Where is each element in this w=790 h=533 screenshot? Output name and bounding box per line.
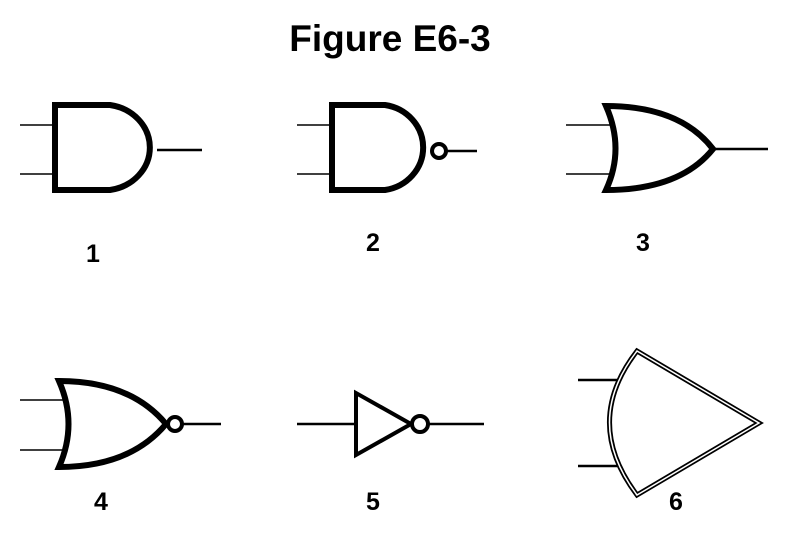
gate-2-label: 2	[366, 229, 380, 257]
gate-1-label: 1	[86, 240, 100, 268]
figure-title: Figure E6-3	[289, 18, 491, 59]
gate-5-body	[354, 389, 416, 459]
gate-2-inversion-bubble	[430, 142, 448, 160]
gate-2-nand	[297, 102, 477, 193]
gate-3-label: 3	[636, 229, 650, 257]
gate-4-inversion-bubble	[166, 415, 184, 433]
gate-4-nor	[20, 377, 221, 471]
gate-6-irregular	[578, 347, 764, 499]
gate-5-inversion-bubble	[410, 414, 430, 434]
gate-2-body	[329, 102, 427, 193]
gate-1-and	[20, 102, 202, 193]
gate-4-body	[54, 377, 170, 471]
gate-6-body-inner	[608, 350, 761, 496]
gate-5-not	[297, 389, 484, 459]
gate-4-label: 4	[94, 488, 108, 516]
gate-5-label: 5	[366, 488, 380, 516]
gate-6-body-outer	[607, 347, 764, 499]
gate-3-body	[601, 102, 717, 194]
gate-6-label: 6	[669, 488, 683, 516]
gate-1-body	[52, 102, 153, 193]
gate-3-or	[566, 102, 768, 194]
